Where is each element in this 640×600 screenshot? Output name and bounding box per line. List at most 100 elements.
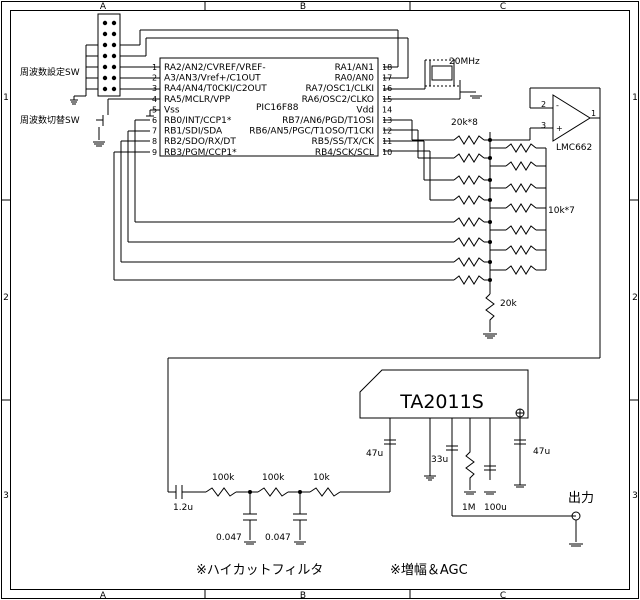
resistor-r2-value: 100k (262, 473, 285, 483)
resistor (453, 195, 485, 205)
resistor (505, 245, 537, 255)
header-pin (102, 31, 108, 37)
output-label: 出力 (568, 491, 594, 506)
opamp-minus-sign: - (556, 101, 559, 110)
row-label-1-left: 1 (3, 93, 9, 103)
junction-dot (488, 220, 492, 224)
junction-dot (488, 240, 492, 244)
mcu-pin-number: 8 (152, 137, 157, 146)
opamp-part-label: LMC662 (556, 143, 592, 153)
lmc662-opamp: 2 3 1 - + LMC662 (167, 87, 601, 492)
mcu-pin-name: RA1/AN1 (335, 63, 374, 73)
mcu-pin-number: 17 (382, 74, 392, 83)
mcu-pin-number: 14 (382, 105, 392, 114)
resistor (505, 161, 537, 171)
row-label-2-right: 2 (632, 293, 638, 303)
ladder-bottom-value: 20k (500, 299, 517, 309)
cap-input-value: 1.2u (173, 503, 193, 513)
resistor (505, 183, 537, 193)
resistor-1m-value: 1M (462, 503, 476, 513)
col-label-c-bottom: C (500, 591, 506, 600)
header-pin (111, 42, 117, 48)
opamp-pin-out: 1 (591, 109, 596, 118)
resistor (453, 275, 485, 285)
header-pin (102, 64, 108, 70)
mcu-pin-name: Vss (164, 105, 180, 115)
resistor-r3-value: 10k (313, 473, 330, 483)
mcu-pin-number: 11 (382, 137, 392, 146)
mcu-pin-name: RB5/SS/TX/CK (311, 137, 375, 147)
amp-note: ※増幅＆AGC (390, 563, 468, 578)
freq-switch-push-button: 周波数切替SW (20, 98, 160, 147)
header-pin (111, 64, 117, 70)
mcu-pin-number: 2 (152, 74, 157, 83)
header-pin (102, 20, 108, 26)
mcu-pin-name: RB1/SDI/SDA (164, 127, 223, 137)
mcu-pin-name: RB0/INT/CCP1* (164, 116, 232, 126)
header-wiring (120, 29, 409, 90)
freq-switch-sw-label: 周波数切替SW (20, 114, 80, 126)
mcu-pin-name: RB6/AN5/PGC/T1OSO/T1CKI (249, 127, 374, 137)
crystal-freq-label: 20MHz (449, 57, 480, 67)
cap-33u-value: 33u (431, 455, 448, 465)
row-label-2-left: 2 (3, 293, 9, 303)
cap-47u-right-value: 47u (533, 447, 550, 457)
resistor (453, 175, 485, 185)
mcu-pin-name: RB7/AN6/PGD/T1OSI (282, 116, 374, 126)
header-pin (102, 86, 108, 92)
col-label-c-top: C (500, 2, 506, 12)
mcu-pin-number: 18 (382, 63, 392, 72)
opamp-plus-sign: + (556, 124, 563, 133)
header-pin (102, 53, 108, 59)
junction-dot (488, 198, 492, 202)
resistor-bottom (485, 293, 495, 332)
header-pin (102, 75, 108, 81)
header-pin (111, 53, 117, 59)
header-pin (111, 20, 117, 26)
mcu-pin-name: RA2/AN2/CVREF/VREF- (164, 63, 266, 73)
amp-part-label: TA2011S (399, 391, 484, 413)
cap-c2-value: 0.047 (265, 533, 291, 543)
mcu-pin-name: RB4/SCK/SCL (315, 148, 374, 158)
col-label-b-top: B (300, 2, 306, 12)
mcu-pin-name: RB2/SDO/RX/DT (164, 137, 236, 147)
cap-100u-value: 100u (484, 503, 507, 513)
filter-note: ※ハイカットフィルタ (196, 563, 323, 578)
header-pin (111, 31, 117, 37)
row-label-3-left: 3 (3, 491, 9, 501)
r2r-ladder-dac: 20k*8 10k*7 20k (113, 118, 575, 339)
mcu-pin-number: 4 (152, 95, 157, 104)
opamp-pin-inv: 2 (541, 100, 546, 109)
cap-47u-left-value: 47u (366, 449, 383, 459)
opamp-pin-noninv: 3 (541, 121, 546, 130)
freq-set-sw-label: 周波数設定SW (20, 66, 80, 78)
setting-switch-array: 周波数設定SW (20, 13, 121, 105)
resistor (453, 217, 485, 227)
resistor (505, 225, 537, 235)
ladder-series-value: 20k*8 (451, 118, 478, 128)
mcu-pin-number: 10 (382, 148, 392, 157)
mcu-pin-number: 6 (152, 116, 157, 125)
mcu-pin-number: 9 (152, 148, 157, 157)
mcu-pin-name: RA0/AN0 (335, 74, 375, 84)
resistor (453, 237, 485, 247)
cap-c1-value: 0.047 (216, 533, 242, 543)
resistor (505, 203, 537, 213)
col-label-a-top: A (100, 2, 107, 12)
mcu-pin-number: 3 (152, 84, 157, 93)
resistor-r1-value: 100k (212, 473, 235, 483)
mcu-pin-name: RA4/AN4/T0CKI/C2OUT (164, 84, 267, 94)
ta2011s-amplifier: TA2011S 47u 33u 1M 100u 4 (359, 369, 594, 547)
row-label-1-right: 1 (632, 93, 638, 103)
junction-dot (488, 178, 492, 182)
mcu-part-label: PIC16F88 (256, 103, 299, 113)
header-pin (111, 75, 117, 81)
mcu-pin-name: RB3/PGM/CCP1* (164, 148, 237, 158)
resistor (505, 265, 537, 275)
mcu-pin-name: Vdd (356, 105, 374, 115)
mcu-pin-number: 1 (152, 63, 157, 72)
